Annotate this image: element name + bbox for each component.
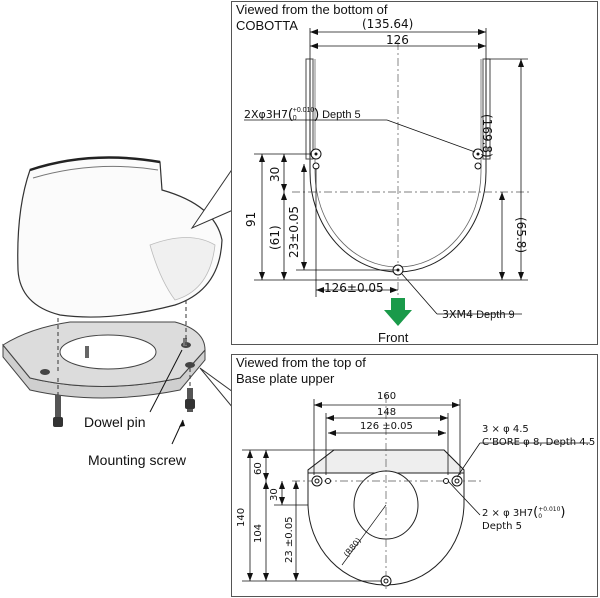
dim-left-91: 91 (244, 211, 258, 227)
dim-w160: 160 (377, 391, 397, 402)
mounting-screw-icon (53, 388, 195, 427)
front-label: Front (378, 330, 409, 345)
dim-right-total: (169.8) (480, 114, 494, 158)
dim-width: 126 (386, 33, 409, 47)
dim-h60: 60 (253, 462, 264, 475)
alignment-lines (57, 300, 191, 395)
dim-h140: 140 (236, 507, 247, 527)
dim-left-61: (61) (268, 225, 282, 250)
dim-bottom-width: 126±0.05 (324, 281, 384, 295)
dim-w148: 148 (377, 407, 397, 418)
screw-hole-callout: 3XM4 Depth 9 (442, 308, 515, 321)
panel-bottom-view: Viewed from the bottom of COBOTTA (231, 1, 598, 345)
mounting-screw-label: Mounting screw (88, 452, 187, 468)
cobotta-base-illustration (17, 156, 223, 318)
pin-hole-marks (310, 148, 484, 276)
dim-w126: 126 ±0.05 (360, 421, 413, 432)
top-view-drawing (242, 395, 590, 589)
plate-holes (311, 475, 463, 587)
panel-top-title: Viewed from the top of Base plate upper (236, 355, 366, 386)
dim-h104: 104 (253, 523, 264, 543)
dim-left-30: 30 (268, 166, 282, 182)
base-plate-illustration (2, 321, 206, 399)
front-arrow-icon (384, 298, 412, 326)
dim-overall-width: (135.64) (362, 17, 414, 31)
dowel-pin-label: Dowel pin (84, 414, 146, 430)
panel-top-view: Viewed from the top of Base plate upper (231, 354, 598, 597)
dim-h23: 23 ±0.05 (284, 516, 295, 563)
dim-h30: 30 (269, 488, 280, 501)
bottom-view-drawing (244, 28, 532, 326)
dim-right-lower: (65.8) (514, 217, 528, 254)
panel-bottom-title: Viewed from the bottom of COBOTTA (236, 2, 388, 33)
dim-left-23: 23±0.05 (287, 205, 301, 258)
cbore-callout: 3 × φ 4.5 C’BORE φ 8, Depth 4.5 (482, 424, 596, 448)
